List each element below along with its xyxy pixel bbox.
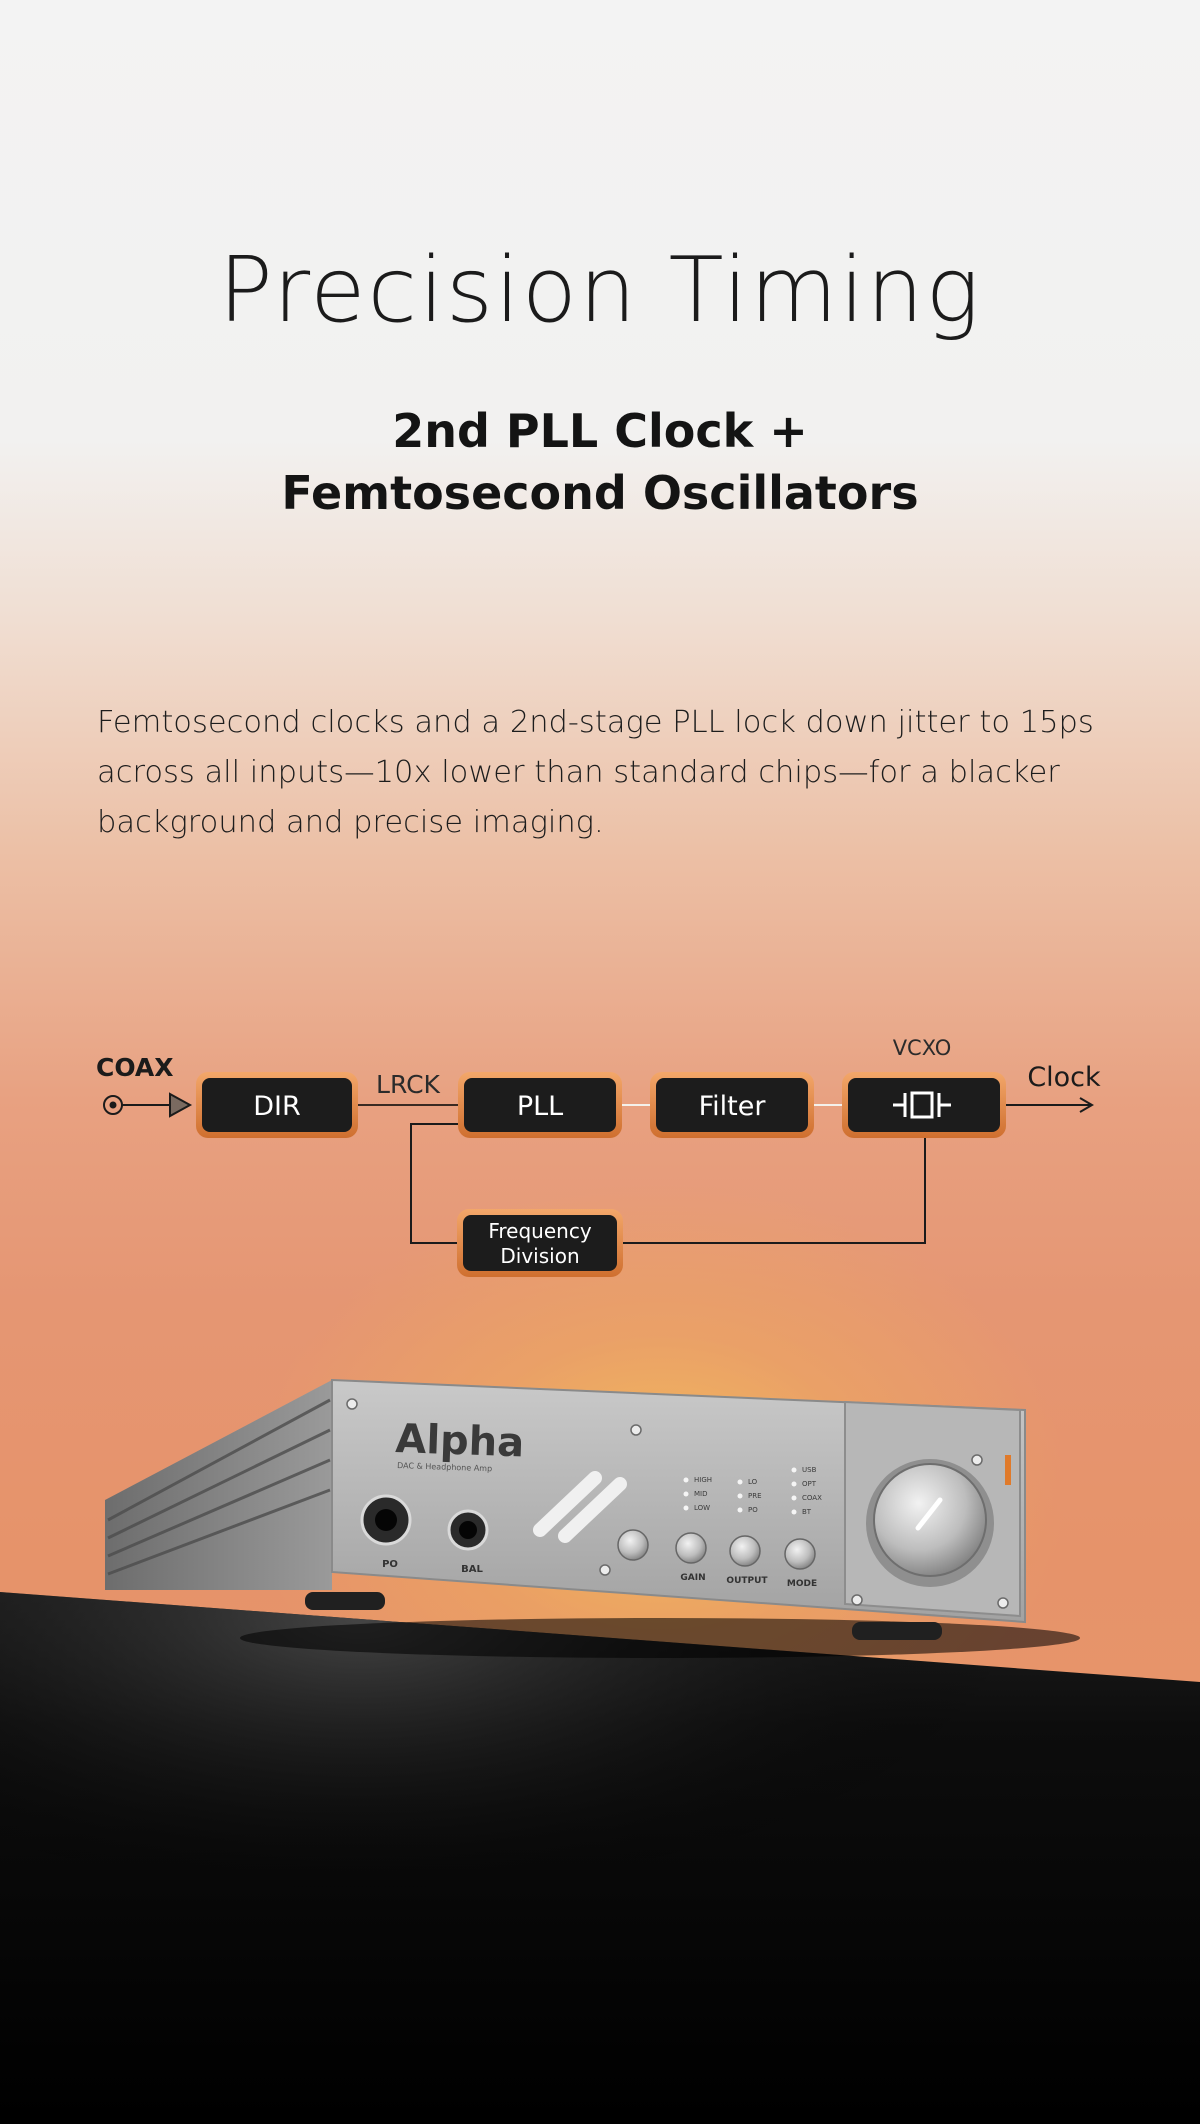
status-led-icon: [1005, 1455, 1011, 1485]
description-text: Femtosecond clocks and a 2nd-stage PLL l…: [97, 705, 1094, 840]
subtitle-line-2: Femtosecond Oscillators: [281, 466, 919, 520]
gain-led-mid: MID: [694, 1490, 708, 1498]
page-subtitle: 2nd PLL Clock + Femtosecond Oscillators: [0, 400, 1200, 524]
clock-output-label: Clock: [1027, 1062, 1101, 1093]
gain-knob-label: GAIN: [680, 1573, 705, 1583]
table-surface: [0, 1592, 1200, 2124]
bal-jack-icon: [447, 1509, 489, 1551]
mode-led-coax: COAX: [802, 1494, 822, 1502]
output-led-po: PO: [748, 1506, 758, 1514]
dir-label: DIR: [253, 1091, 301, 1122]
buffer-arrow-icon: [169, 1092, 193, 1118]
device-model-line: DAC & Headphone Amp: [397, 1461, 492, 1473]
subtitle-line-1: 2nd PLL Clock +: [392, 404, 808, 458]
gain-led-high: HIGH: [694, 1476, 712, 1484]
vcxo-block: [842, 1072, 1006, 1138]
pll-label: PLL: [517, 1091, 563, 1122]
output-knob-label: OUTPUT: [726, 1576, 768, 1586]
pll-block: PLL: [458, 1072, 622, 1138]
gain-led-low: LOW: [694, 1504, 710, 1512]
volume-knob-icon: [866, 1459, 994, 1587]
mode-led-bt: BT: [802, 1508, 812, 1516]
coax-jack-icon: [103, 1095, 123, 1115]
lrck-label: LRCK: [376, 1070, 441, 1099]
device-brand: Alpha: [395, 1416, 525, 1466]
page-title: Precision Timing: [218, 238, 982, 343]
po-jack-label: PO: [382, 1559, 398, 1570]
mode-led-opt: OPT: [802, 1480, 817, 1488]
output-led-pre: PRE: [748, 1492, 762, 1500]
light-bar-icon: [533, 1471, 627, 1543]
output-arrow-icon: [1079, 1097, 1094, 1113]
frequency-division-line-1: Frequency: [488, 1219, 591, 1243]
filter-block: Filter: [650, 1072, 814, 1138]
dir-block: DIR: [196, 1072, 358, 1138]
po-jack-icon: [360, 1494, 412, 1546]
frequency-division-line-2: Division: [500, 1244, 579, 1268]
alpha-device-illustration: Alpha DAC & Headphone Amp PO BAL HIGH MI…: [105, 1378, 1080, 1658]
output-led-lo: LO: [748, 1478, 758, 1486]
bal-jack-label: BAL: [461, 1564, 483, 1575]
coax-label: COAX: [96, 1053, 174, 1082]
mode-knob-label: MODE: [787, 1579, 817, 1589]
filter-label: Filter: [699, 1091, 767, 1122]
mode-led-usb: USB: [802, 1466, 817, 1474]
crystal-oscillator-icon: [893, 1091, 951, 1119]
frequency-division-block: Frequency Division: [457, 1209, 623, 1277]
gain-knob-icon: [617, 1529, 816, 1570]
clock-diagram: COAX DIR LRCK PLL Filter VCXO: [96, 1036, 1101, 1277]
vcxo-label: VCXO: [893, 1036, 952, 1060]
